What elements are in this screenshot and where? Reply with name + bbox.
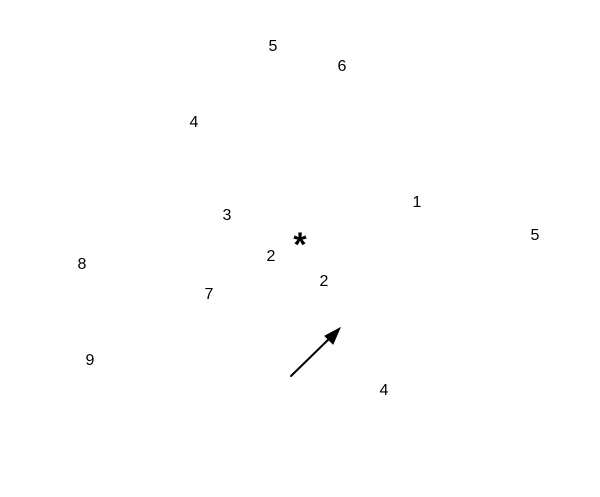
number-label: 6 [337,58,347,75]
number-label: 2 [319,273,329,290]
number-label: 3 [222,207,232,224]
number-label: 7 [204,286,214,303]
number-label: 8 [77,256,87,273]
center-asterisk-marker: * [293,225,307,264]
number-label: 2 [266,248,276,265]
number-label: 1 [412,194,422,211]
number-label: 4 [379,382,389,399]
number-label: 5 [268,38,278,55]
number-label: 4 [189,114,199,131]
number-label: 9 [85,352,95,369]
number-label: 5 [530,227,540,244]
